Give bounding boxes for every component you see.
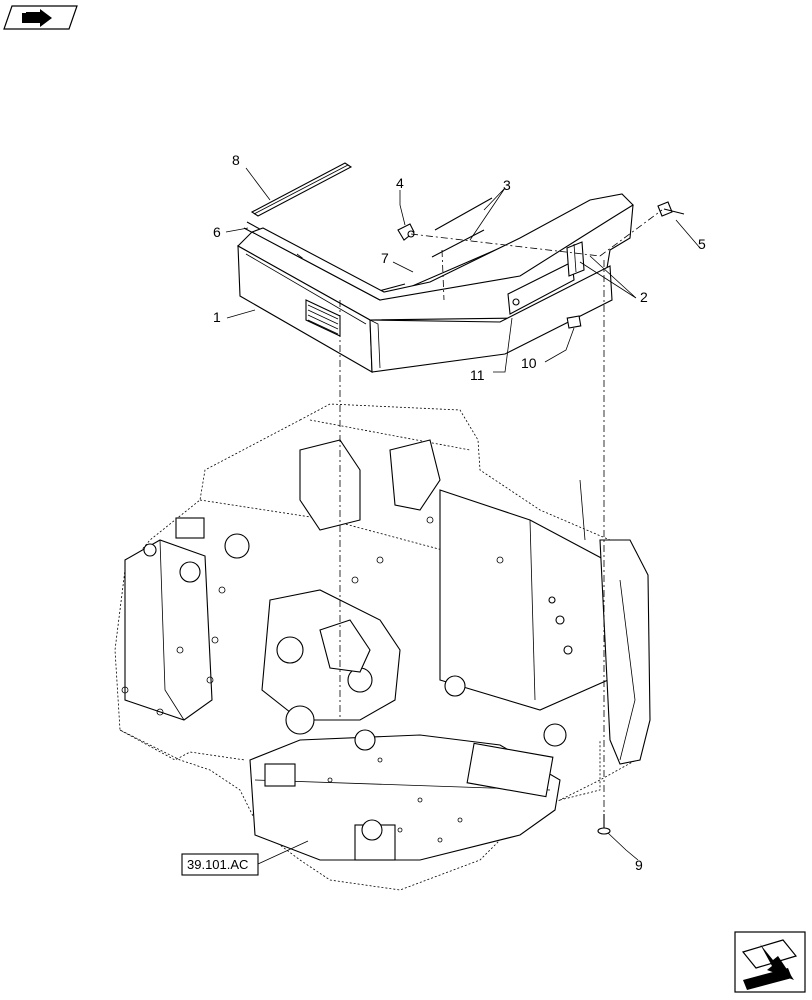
callout-11: 11 <box>470 367 485 383</box>
book-arrow-icon[interactable] <box>3 5 78 30</box>
callout-8: 8 <box>232 152 240 168</box>
callout-2: 2 <box>640 289 648 305</box>
callout-5: 5 <box>698 236 706 252</box>
callout-10: 10 <box>521 355 537 371</box>
callout-1: 1 <box>213 309 221 325</box>
part-4-clip <box>397 223 415 241</box>
callout-9: 9 <box>635 857 643 873</box>
callout-6: 6 <box>213 224 221 240</box>
callout-3: 3 <box>503 177 511 193</box>
upper-frame <box>114 403 651 891</box>
callout-leaders <box>225 167 701 865</box>
callout-4: 4 <box>396 175 404 191</box>
callout-labels: 8 6 1 7 4 3 2 5 10 11 9 <box>213 152 706 873</box>
reference-code: 39.101.AC <box>187 857 248 872</box>
part-9-bolt <box>597 814 611 835</box>
reference-code-box[interactable]: 39.101.AC <box>181 853 259 876</box>
part-8-strip <box>250 162 353 217</box>
part-5-bolt <box>657 201 685 217</box>
callout-7: 7 <box>381 250 389 266</box>
next-page-arrow-icon[interactable] <box>734 931 806 993</box>
cover-assembly <box>237 162 685 373</box>
part-2-latch <box>566 241 585 277</box>
part-11-lid <box>507 261 575 315</box>
